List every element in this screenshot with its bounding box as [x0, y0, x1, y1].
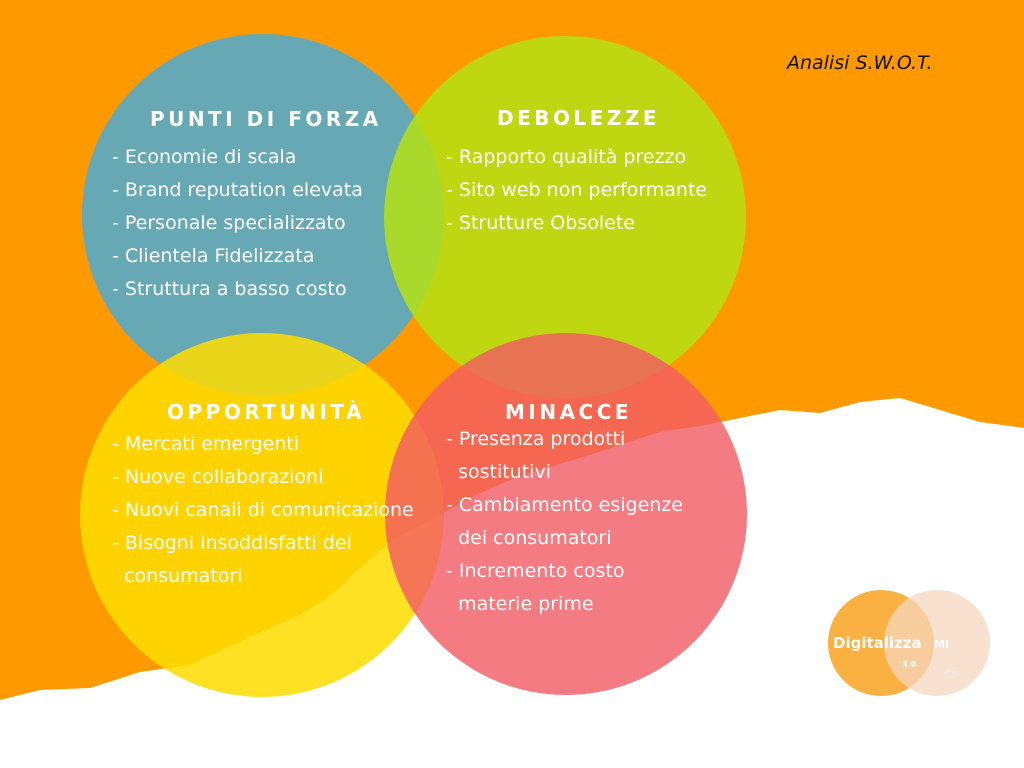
- chevron-up-icon: ︿: [944, 662, 958, 677]
- logo-circle-right: [884, 590, 990, 696]
- list-item: - Nuovi canali di comunicazione: [112, 499, 414, 521]
- strengths-list: - Economie di scala - Brand reputation e…: [112, 141, 363, 306]
- threats-list: - Presenza prodotti sostitutivi - Cambia…: [446, 423, 683, 621]
- list-item: - Sito web non performante: [446, 179, 708, 201]
- list-item: - Economie di scala: [112, 146, 297, 168]
- list-item: - Clientela Fidelizzata: [112, 245, 315, 267]
- threats-circle: [385, 333, 747, 695]
- list-item: - Bisogni insoddisfatti dei: [112, 532, 352, 554]
- opportunities-list: - Mercati emergenti - Nuove collaborazio…: [112, 428, 414, 593]
- list-item: - Brand reputation elevata: [112, 179, 363, 201]
- weaknesses-list: - Rapporto qualità prezzo - Sito web non…: [446, 141, 707, 240]
- list-item: - Nuove collaborazioni: [112, 466, 324, 488]
- threats-heading: MINACCE: [505, 400, 633, 424]
- list-item: - Mercati emergenti: [112, 433, 300, 455]
- list-item: - Cambiamento esigenze: [446, 494, 683, 516]
- digitalizzami-logo: Digitalizza MI 3.0 ︿: [828, 588, 993, 698]
- list-item: - Presenza prodotti: [446, 428, 626, 450]
- list-item: - Incremento costo: [446, 560, 625, 582]
- opportunities-heading: OPPORTUNITÀ: [167, 400, 365, 424]
- list-item: dei consumatori: [446, 527, 612, 549]
- opportunities-circle: [80, 333, 444, 697]
- list-item: consumatori: [112, 565, 243, 587]
- list-item: - Struttura a basso costo: [112, 278, 347, 300]
- diagram-title: Analisi S.W.O.T.: [787, 52, 933, 74]
- list-item: sostitutivi: [446, 461, 551, 483]
- list-item: materie prime: [446, 593, 594, 615]
- list-item: - Rapporto qualità prezzo: [446, 146, 687, 168]
- strengths-heading: PUNTI DI FORZA: [150, 107, 382, 131]
- list-item: - Personale specializzato: [112, 212, 346, 234]
- logo-suffix: MI: [934, 638, 950, 651]
- logo-name: Digitalizza: [833, 634, 922, 652]
- logo-version: 3.0: [902, 660, 917, 669]
- weaknesses-heading: DEBOLEZZE: [497, 106, 661, 130]
- list-item: - Strutture Obsolete: [446, 212, 635, 234]
